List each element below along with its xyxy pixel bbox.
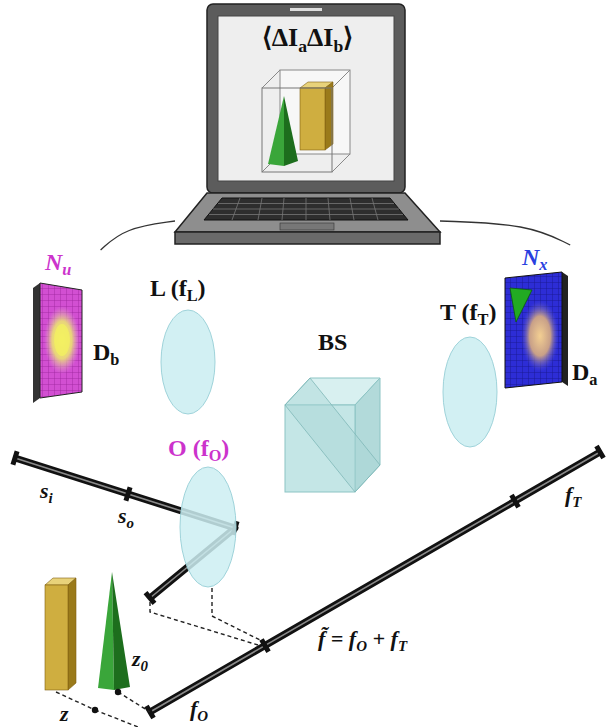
detector-name: Da (572, 360, 598, 384)
subscript: T (398, 638, 407, 654)
text-run: s (118, 503, 127, 528)
screen-cone-light (268, 96, 284, 166)
laptop-base (175, 193, 440, 232)
detector-b-panel (40, 283, 82, 398)
text-run: L (f (150, 275, 187, 301)
position-label: z (60, 703, 69, 725)
detector-side (33, 283, 40, 403)
detector-a: NxDa (500, 245, 608, 395)
subscript: a (589, 370, 597, 389)
laptop-keyboard (204, 198, 408, 220)
beam-splitter-label: BS (318, 330, 347, 354)
text-run: + f (367, 626, 398, 651)
lens-o (180, 467, 236, 587)
rail-stop (13, 446, 604, 718)
text-run: ) (198, 275, 206, 301)
text-run: N (522, 244, 539, 270)
text-run: f̃ = f (318, 626, 356, 651)
laptop-screen-frame (207, 4, 405, 193)
cable (101, 221, 175, 250)
distance-label: si (40, 480, 53, 502)
text-run: z (60, 701, 69, 726)
text-run: D (572, 359, 589, 385)
lens-label: T (fT) (440, 300, 496, 324)
text-run: D (93, 339, 110, 365)
subscript: b (333, 36, 343, 56)
laptop-keys (209, 198, 403, 220)
cable (440, 221, 570, 245)
detector-side (562, 272, 568, 386)
beam-splitter-plane (285, 378, 380, 492)
subscript: O (356, 638, 367, 654)
laptop-camera (290, 8, 322, 11)
subscript: 0 (141, 658, 148, 674)
correlation-formula: ⟨ΔIaΔIb⟩ (175, 25, 440, 51)
detector-a-shadow (510, 288, 532, 322)
subscript: T (478, 310, 489, 329)
pixel-count: Nx (522, 245, 548, 269)
lens-label: O (fO) (168, 436, 229, 460)
subscript: o (127, 515, 134, 531)
subscript: a (298, 36, 307, 56)
text-run: ΔI (307, 23, 333, 52)
rail-highlight (15, 452, 600, 712)
text-run: ) (221, 435, 229, 461)
subscript: O (209, 446, 222, 465)
text-run: ⟨ΔI (262, 23, 298, 52)
lens-l (161, 310, 215, 414)
subscript: x (539, 255, 547, 274)
object-box-side (68, 578, 76, 690)
scene-cube-front (262, 88, 332, 172)
lens-label: L (fL) (150, 276, 206, 300)
laptop-base-edge (175, 232, 440, 244)
subscript: i (49, 490, 53, 506)
text-run: f (190, 696, 197, 721)
detector-a-spot (521, 300, 559, 372)
text-run: BS (318, 329, 347, 355)
object-box-front (45, 585, 68, 690)
text-run: ⟩ (343, 23, 353, 52)
distance-label: fO (190, 698, 208, 720)
subscript: T (572, 494, 581, 510)
text-run: N (45, 249, 62, 275)
detector-a-panel (505, 272, 562, 388)
pixel-count: Nu (45, 250, 71, 274)
distance-label: fT (565, 484, 581, 506)
rails (13, 446, 604, 718)
screen-cone-dark (284, 96, 298, 166)
text-run: O (f (168, 435, 209, 461)
detector-name: Db (93, 340, 119, 364)
object-cone-dark (112, 572, 130, 690)
object-cone-light (98, 572, 114, 690)
subscript: b (110, 350, 119, 369)
subscript: u (62, 260, 71, 279)
rail (15, 452, 600, 712)
laptop-screen (218, 16, 394, 181)
laptop: ⟨ΔIaΔIb⟩ (175, 5, 440, 245)
text-run: f (565, 482, 572, 507)
position-label: z0 (132, 648, 148, 670)
subscript: O (197, 708, 208, 724)
position-dot (115, 689, 121, 695)
text-run: T (f (440, 299, 478, 325)
detector-b-spot (44, 306, 80, 374)
scene-cube-edges (262, 70, 350, 172)
text-run: ) (488, 299, 496, 325)
text-run: z (132, 646, 141, 671)
text-run: s (40, 478, 49, 503)
distance-label: so (118, 505, 134, 527)
guide-line (56, 588, 262, 727)
lens-t (443, 337, 497, 447)
subscript: L (187, 286, 198, 305)
screen-box-front (300, 88, 325, 150)
position-dot (92, 707, 98, 713)
detector-b: NuDb (25, 250, 130, 400)
distance-label: f̃ = fO + fT (318, 628, 407, 650)
laptop-touchpad (280, 223, 334, 230)
detector-b-spot-core (54, 324, 70, 356)
